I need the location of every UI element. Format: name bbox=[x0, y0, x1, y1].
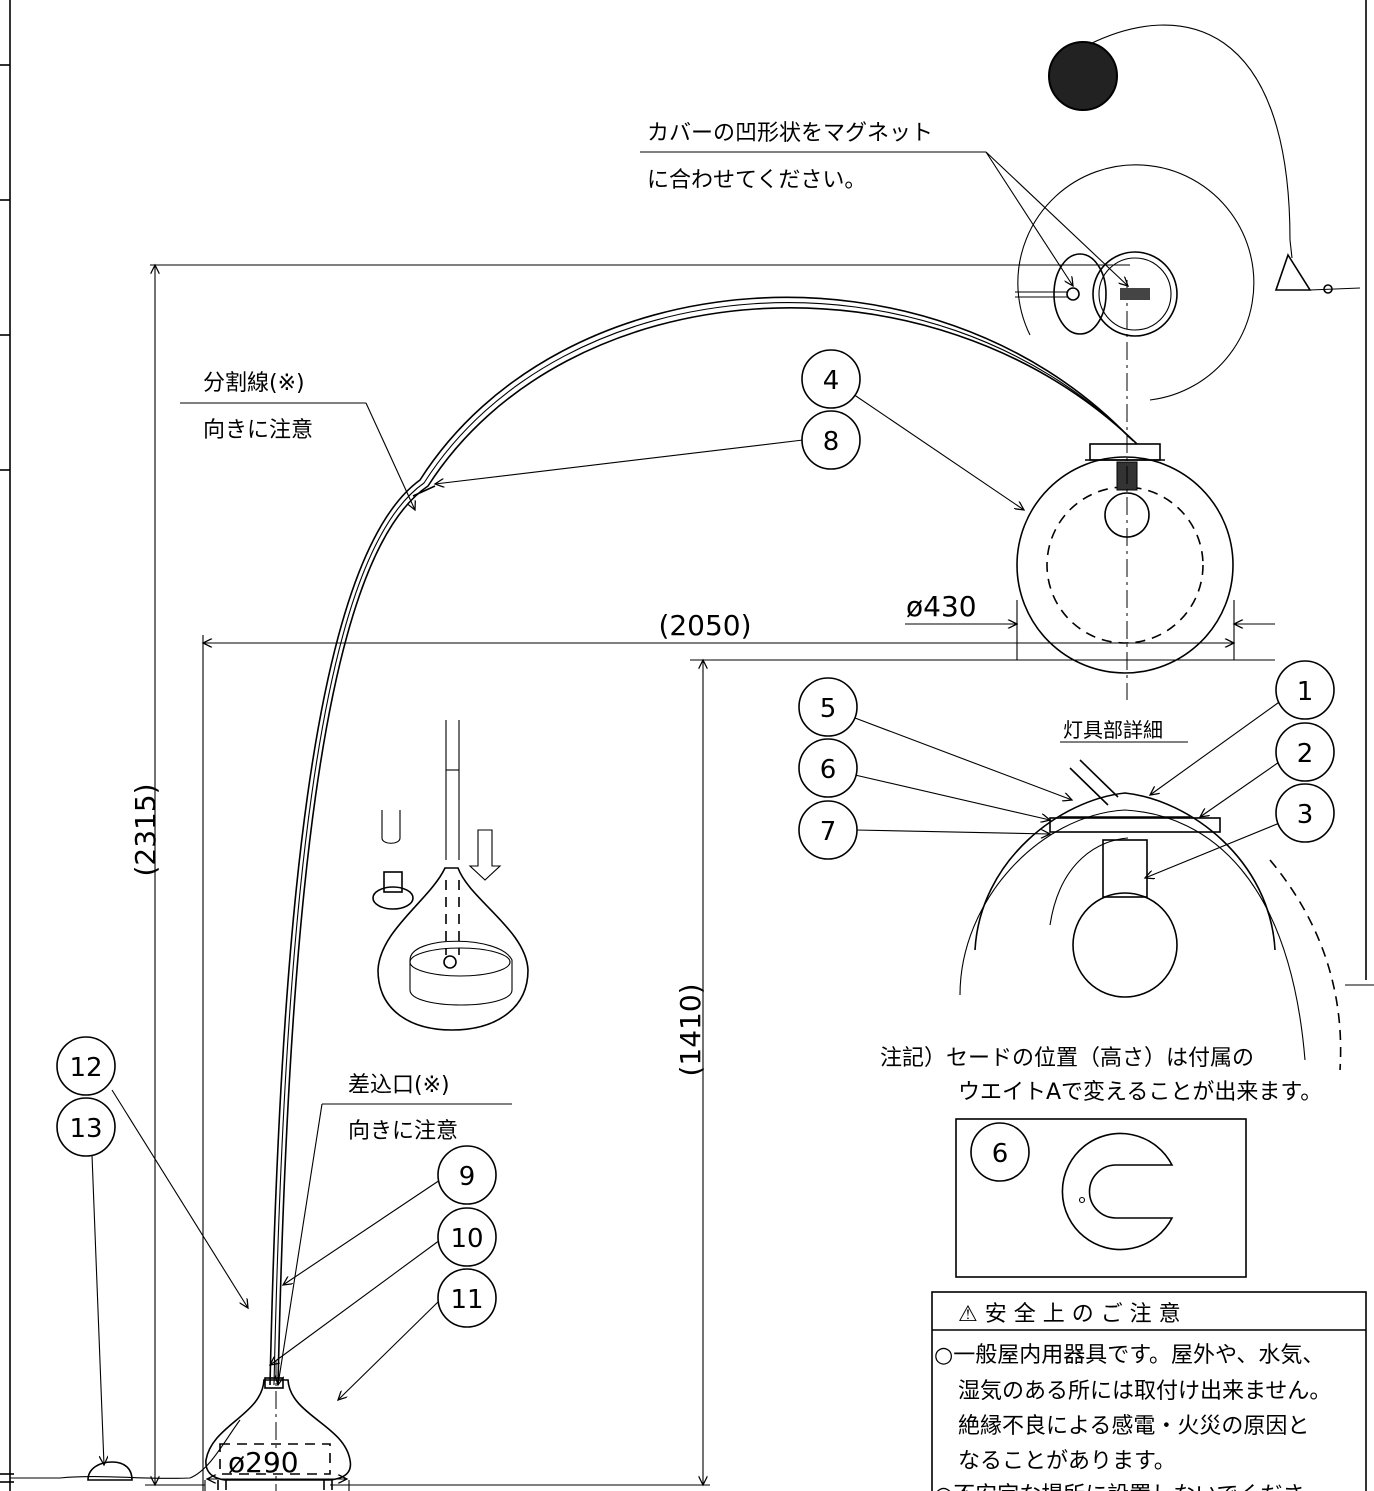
svg-text:1: 1 bbox=[1297, 677, 1314, 707]
dim-height-shade: (1410) bbox=[674, 983, 707, 1076]
svg-text:9: 9 bbox=[459, 1162, 476, 1192]
dimension-texts: (2315) (1410) (2050) ø430 ø290 bbox=[129, 590, 977, 1479]
remark-line1: 注記）セードの位置（高さ）は付属の bbox=[880, 1046, 1254, 1071]
part-13-callout: 13 bbox=[56, 1097, 116, 1157]
part-5-callout: 5 bbox=[798, 677, 858, 737]
leader-lines bbox=[91, 391, 1283, 1465]
part-6-callout: 6 bbox=[798, 738, 858, 798]
split-note-line2: 向きに注意 bbox=[203, 418, 313, 443]
part-2-callout: 2 bbox=[1275, 722, 1335, 782]
magnet-cover-detail bbox=[640, 151, 1255, 401]
part-12-callout: 12 bbox=[56, 1036, 116, 1096]
safety-line5: ○不安定な場所に設置しないでくださ bbox=[934, 1483, 1305, 1491]
svg-text:6: 6 bbox=[820, 755, 837, 785]
part-numbers: 1 2 3 4 5 6 7 8 9 10 11 12 13 6 bbox=[56, 349, 1335, 1328]
svg-text:13: 13 bbox=[69, 1114, 102, 1144]
lamp-overview-thumbnail bbox=[1048, 24, 1361, 294]
safety-title: ⚠ 安 全 上 の ご 注 意 bbox=[958, 1302, 1181, 1327]
notes: カバーの凹形状をマグネット に合わせてください。 分割線(※) 向きに注意 差込… bbox=[203, 121, 1322, 1144]
lamp-head-detail bbox=[959, 741, 1342, 1071]
part-10-callout: 10 bbox=[437, 1207, 497, 1267]
dim-base-diameter: ø290 bbox=[228, 1446, 299, 1479]
safety-line2: 湿気のある所には取付け出来ません。 bbox=[958, 1379, 1331, 1404]
part-8-callout: 8 bbox=[801, 410, 861, 470]
socket-note-line2: 向きに注意 bbox=[348, 1119, 458, 1144]
svg-text:7: 7 bbox=[820, 817, 837, 847]
part-9-callout: 9 bbox=[437, 1145, 497, 1205]
dim-height-total: (2315) bbox=[129, 783, 162, 876]
safety-box bbox=[931, 1291, 1367, 1491]
part-4-callout: 4 bbox=[801, 349, 861, 409]
socket-note-line1: 差込口(※) bbox=[348, 1073, 450, 1098]
weight-part-callout: 6 bbox=[970, 1122, 1030, 1182]
svg-text:2: 2 bbox=[1297, 739, 1314, 769]
dim-reach: (2050) bbox=[658, 609, 751, 642]
safety-notes: ⚠ 安 全 上 の ご 注 意 ○一般屋内用器具です。屋外や、水気、 湿気のある… bbox=[934, 1302, 1331, 1491]
dim-shade-diameter: ø430 bbox=[906, 590, 977, 623]
part-3-callout: 3 bbox=[1275, 783, 1335, 843]
detail-title: 灯具部詳細 bbox=[1063, 718, 1163, 742]
dimension-lines bbox=[145, 265, 1275, 1491]
insertion-detail bbox=[372, 720, 529, 1031]
safety-line3: 絶縁不良による感電・火災の原因と bbox=[958, 1414, 1309, 1439]
split-note-line1: 分割線(※) bbox=[203, 371, 305, 396]
svg-text:5: 5 bbox=[820, 694, 837, 724]
safety-line1: ○一般屋内用器具です。屋外や、水気、 bbox=[934, 1343, 1324, 1368]
svg-text:8: 8 bbox=[823, 427, 840, 457]
svg-text:6: 6 bbox=[992, 1139, 1009, 1169]
safety-line4: なることがあります。 bbox=[958, 1449, 1176, 1474]
svg-text:3: 3 bbox=[1297, 800, 1314, 830]
magnet-note-line2: に合わせてください。 bbox=[647, 168, 866, 193]
svg-text:11: 11 bbox=[450, 1285, 483, 1315]
svg-text:4: 4 bbox=[823, 366, 840, 396]
svg-text:12: 12 bbox=[69, 1053, 102, 1083]
weight-detail bbox=[955, 1118, 1247, 1278]
remark-line2: ウエイトAで変えることが出来ます。 bbox=[958, 1080, 1322, 1105]
part-1-callout: 1 bbox=[1275, 660, 1335, 720]
part-11-callout: 11 bbox=[437, 1268, 497, 1328]
magnet-note-line1: カバーの凹形状をマグネット bbox=[647, 121, 933, 146]
part-7-callout: 7 bbox=[798, 800, 858, 860]
svg-text:10: 10 bbox=[450, 1224, 483, 1254]
